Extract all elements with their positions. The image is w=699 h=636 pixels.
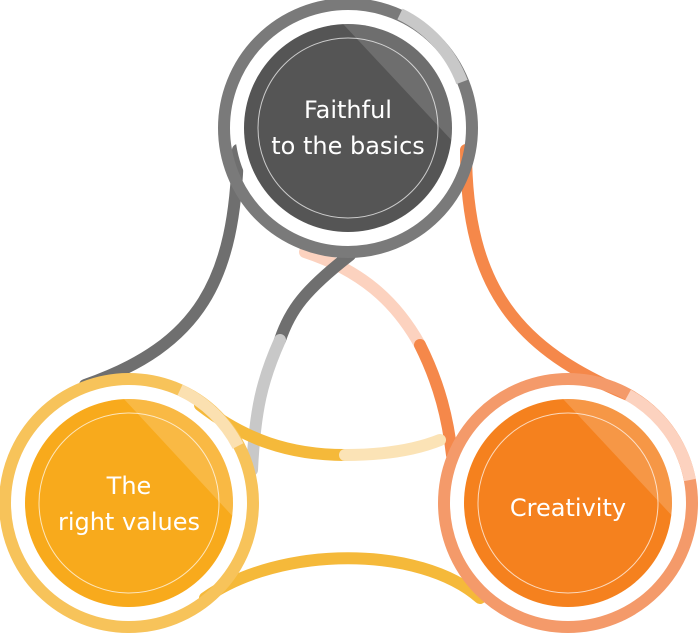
node-values-ring-accent [177, 384, 244, 449]
node-basics: Faithful to the basics [218, 0, 478, 258]
node-values-label-line1: The [106, 472, 152, 500]
node-basics-label-line1: Faithful [304, 96, 392, 124]
connector-basics-creativity-inner [414, 339, 458, 461]
connector-values-creativity-top-light [339, 434, 446, 461]
node-creativity-label: Creativity [510, 494, 626, 522]
node-creativity-disc [464, 399, 672, 607]
connector-basics-values-inner-light [246, 334, 286, 476]
connector-values-creativity-bottom [199, 552, 486, 604]
node-basics-outer-ring [218, 0, 478, 258]
node-creativity-ring-accent [625, 389, 696, 482]
node-values-label-line2: right values [58, 508, 200, 536]
node-basics-ring-accent [397, 8, 468, 85]
node-basics-label-line2: to the basics [271, 132, 425, 160]
node-values-outer-ring [0, 373, 259, 633]
node-creativity: Creativity [438, 373, 698, 633]
node-values-disc [25, 399, 233, 607]
connector-basics-creativity [460, 144, 634, 401]
connector-basics-creativity-inner-light [299, 246, 426, 351]
node-values-inner-line [38, 412, 220, 594]
connector-basics-values [79, 144, 244, 391]
node-creativity-inner-line [477, 412, 659, 594]
node-basics-inner-line [257, 37, 439, 219]
node-basics-disc [244, 24, 452, 232]
node-values: The right values [0, 373, 259, 633]
connector-basics-values-inner [274, 249, 356, 346]
node-creativity-outer-ring [438, 373, 698, 633]
